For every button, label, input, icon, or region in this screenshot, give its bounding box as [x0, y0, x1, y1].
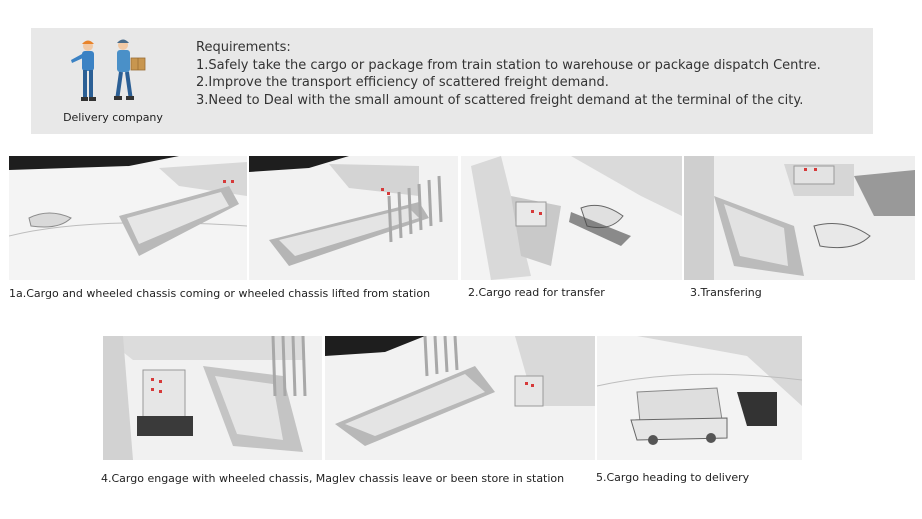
- package-box-icon: [130, 57, 146, 71]
- render-panel-4: [684, 156, 915, 280]
- step-caption-1a: 1a.Cargo and wheeled chassis coming or w…: [9, 287, 431, 300]
- render-panel-6: [325, 336, 595, 460]
- step-caption-5: 5.Cargo heading to delivery: [596, 471, 750, 484]
- delivery-workers-illustration: [71, 39, 146, 101]
- render-panel-1: [9, 156, 247, 280]
- step-caption-4: 4.Cargo engage with wheeled chassis, Mag…: [101, 472, 565, 485]
- delivery-worker-icon: [114, 39, 134, 100]
- requirement-item-1: 1.Safely take the cargo or package from …: [196, 57, 821, 73]
- render-panel-3: [461, 156, 682, 280]
- requirement-item-2: 2.Improve the transport efficiency of sc…: [196, 75, 609, 91]
- step-caption-3: 3.Transfering: [690, 286, 762, 299]
- delivery-company-label: Delivery company: [63, 111, 163, 124]
- requirement-item-3: 3.Need to Deal with the small amount of …: [196, 92, 804, 108]
- requirements-banner: [31, 28, 873, 134]
- delivery-worker-icon: [71, 40, 96, 101]
- render-panel-2: [249, 156, 458, 280]
- render-panel-7: [597, 336, 802, 460]
- requirements-title: Requirements:: [196, 40, 291, 55]
- step-caption-2: 2.Cargo read for transfer: [468, 286, 605, 299]
- render-panel-5: [103, 336, 322, 460]
- requirements-text: Requirements: 1.Safely take the cargo or…: [196, 39, 866, 109]
